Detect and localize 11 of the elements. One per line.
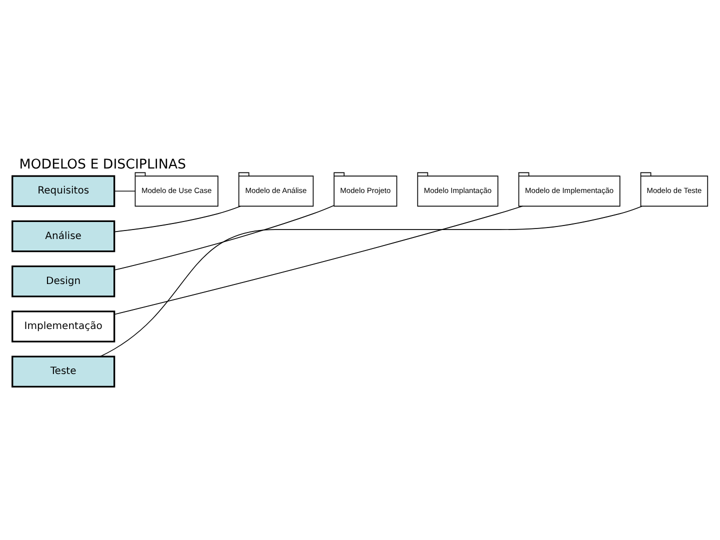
diagram-title: MODELOS E DISCIPLINAS <box>19 156 186 172</box>
node-box: Requisitos <box>12 174 116 206</box>
node-box: Teste <box>12 355 116 387</box>
connector <box>114 205 241 232</box>
node-box: Implementação <box>12 310 116 342</box>
connector <box>114 205 524 314</box>
connector <box>114 204 334 270</box>
connector <box>114 190 136 192</box>
node-box: Análise <box>12 220 116 252</box>
connector <box>100 205 642 356</box>
node-box: Design <box>12 264 116 297</box>
